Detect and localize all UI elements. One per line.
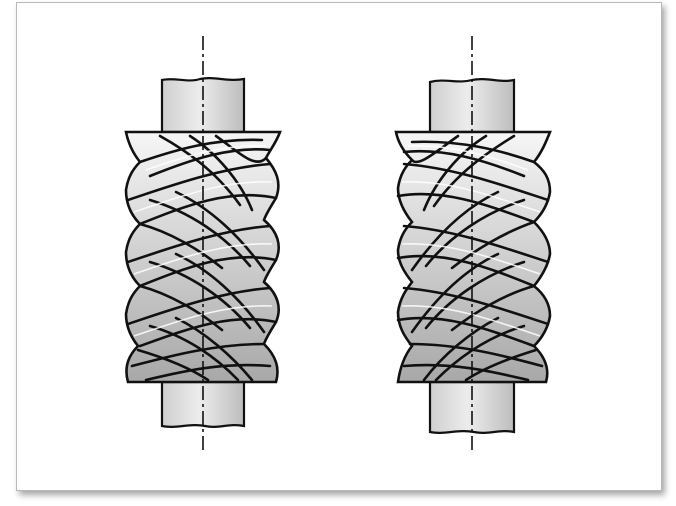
left-rotor bbox=[124, 36, 282, 452]
right-helix-lines bbox=[396, 134, 550, 382]
right-helix-highlights bbox=[401, 144, 541, 337]
right-rotor bbox=[394, 36, 552, 452]
left-helix-highlights bbox=[133, 144, 273, 337]
left-helix-lines bbox=[126, 134, 278, 382]
right-bottom-shaft bbox=[428, 380, 516, 434]
figure-card bbox=[16, 2, 662, 491]
